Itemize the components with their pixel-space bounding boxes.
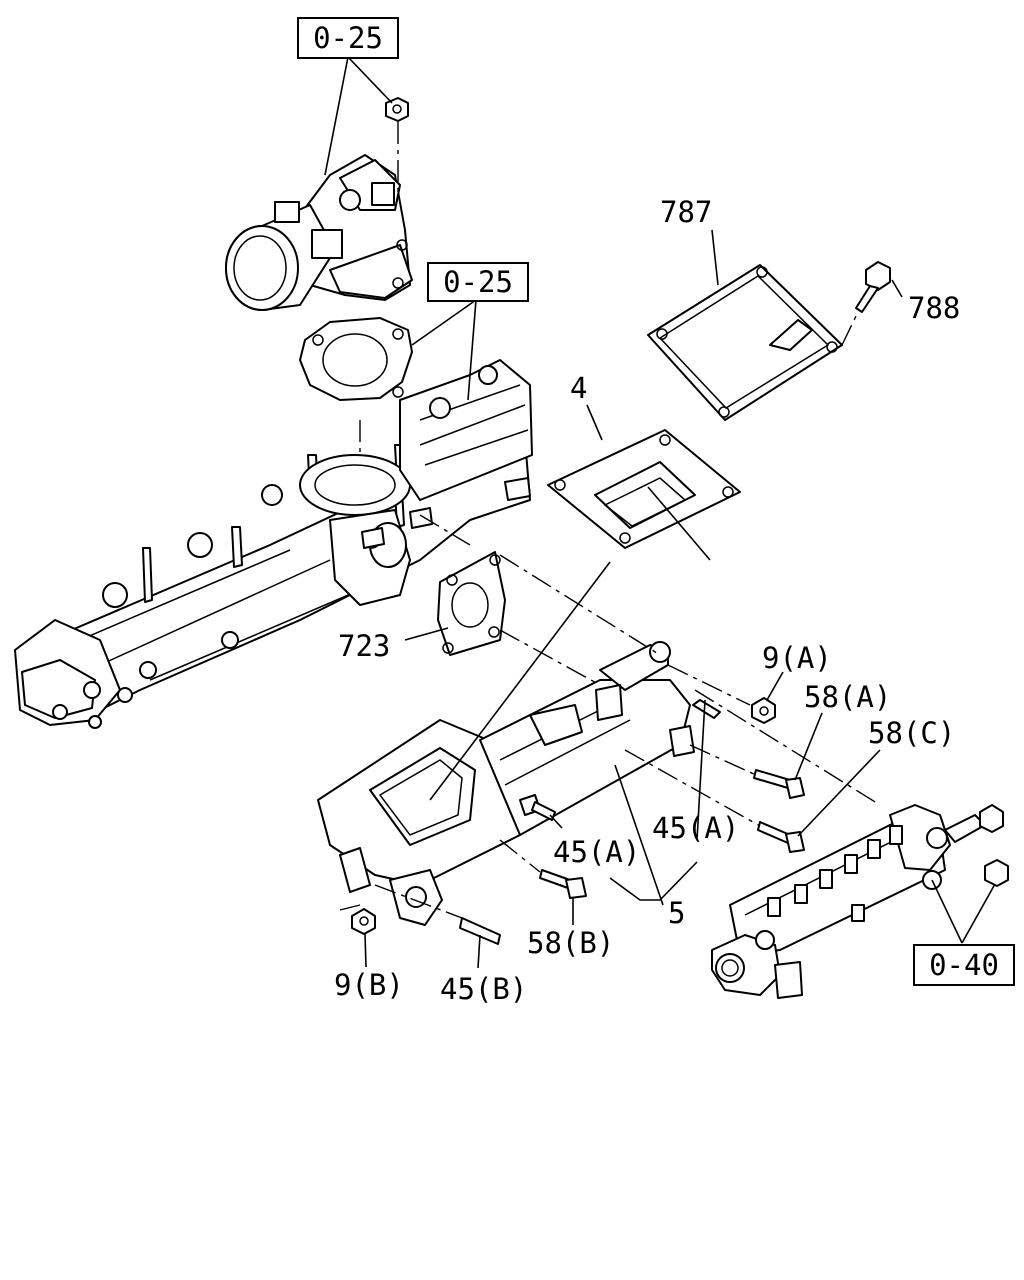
svg-text:0-25: 0-25 [443, 265, 513, 299]
label-4: 4 [570, 371, 587, 405]
label-58a: 58(A) [804, 680, 891, 714]
reference-box-top: 0-25 [297, 17, 399, 59]
fuel-rail-drawing [711, 804, 1009, 999]
intake-manifold-drawing [14, 359, 533, 729]
egr-pipe-5-drawing [317, 641, 721, 926]
reference-box-fuel-rail: 0-40 [913, 944, 1015, 986]
label-45a-left: 45(A) [553, 835, 640, 869]
label-58c: 58(C) [868, 716, 955, 750]
label-788: 788 [908, 291, 960, 325]
fastener-drawings [351, 697, 805, 945]
label-58b: 58(B) [527, 926, 614, 960]
cover-plate-787-drawing [647, 261, 891, 421]
gasket-723-drawing [437, 551, 506, 656]
assembly-center-lines [339, 122, 881, 919]
label-45b: 45(B) [440, 972, 527, 1006]
svg-text:0-25: 0-25 [313, 21, 383, 55]
label-5: 5 [668, 896, 685, 930]
throttle-body-drawing [225, 97, 413, 311]
gasket-4-drawing [547, 429, 741, 549]
label-45a-right: 45(A) [652, 811, 739, 845]
throttle-gasket-drawing [299, 317, 413, 401]
label-9a: 9(A) [762, 641, 832, 675]
leader-lines [324, 56, 996, 969]
reference-box-middle: 0-25 [427, 262, 529, 302]
label-787: 787 [660, 195, 712, 229]
svg-text:0-40: 0-40 [929, 948, 999, 982]
label-723: 723 [338, 629, 390, 663]
label-9b: 9(B) [334, 968, 404, 1002]
